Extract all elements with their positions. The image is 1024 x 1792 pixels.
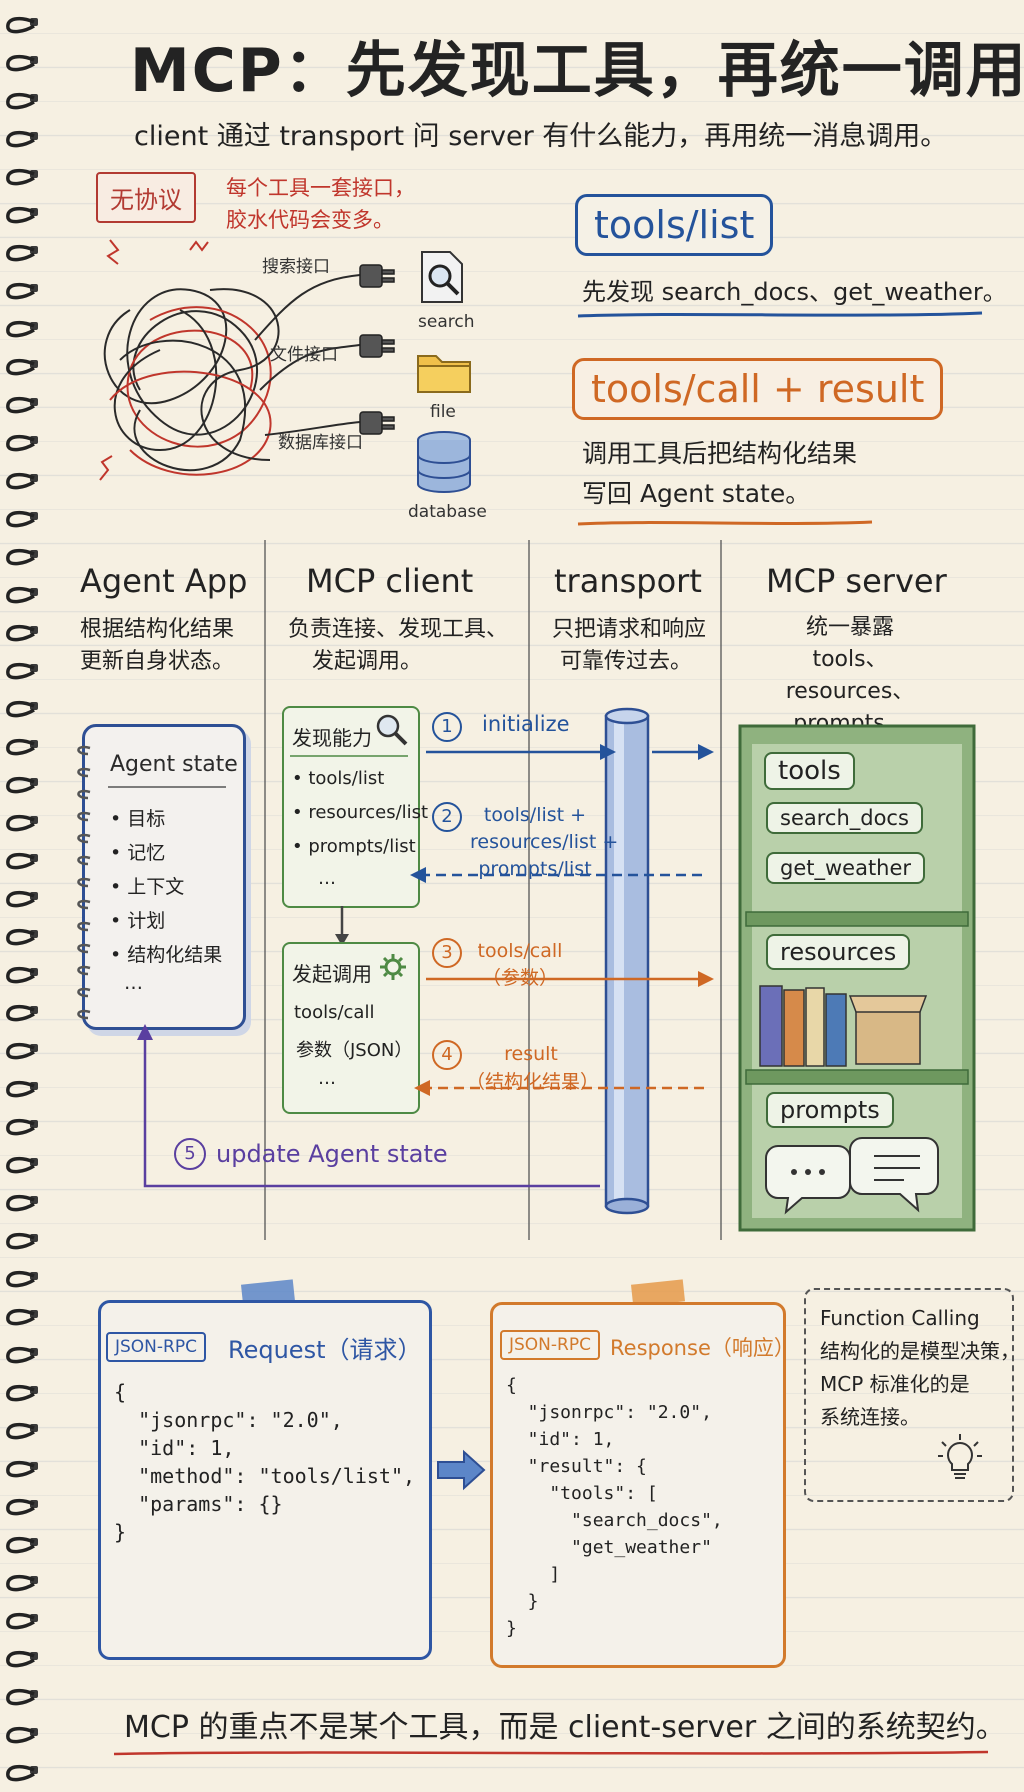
page-subtitle: client 通过 transport 问 server 有什么能力，再用统一消… bbox=[134, 121, 948, 152]
discover-item: • tools/list bbox=[292, 768, 385, 789]
call-item: … bbox=[318, 1068, 336, 1089]
step-2-badge: 2 bbox=[432, 802, 462, 832]
orange-underline bbox=[577, 520, 873, 526]
orange-tape bbox=[630, 1279, 686, 1307]
step-2-label: tools/list +resources/list +prompts/list bbox=[470, 804, 619, 880]
blue-tape bbox=[240, 1279, 296, 1307]
response-code: { "jsonrpc": "2.0", "id": 1, "result": {… bbox=[506, 1375, 723, 1639]
step-5-label: update Agent state bbox=[216, 1140, 448, 1168]
page-title: MCP：先发现工具，再统一调用 bbox=[130, 36, 1024, 106]
server-tools-label: tools bbox=[764, 752, 855, 790]
step-3-badge: 3 bbox=[432, 938, 462, 968]
step-3-label: tools/call（参数） bbox=[477, 940, 563, 989]
transport-pipe bbox=[604, 707, 650, 1215]
file-icon-label: file bbox=[430, 402, 456, 422]
column-divider-2 bbox=[528, 540, 530, 1240]
database-icon bbox=[417, 431, 471, 493]
column-title-transport: transport bbox=[554, 562, 702, 600]
discover-capabilities-box bbox=[282, 706, 420, 908]
step-4-badge: 4 bbox=[432, 1040, 462, 1070]
step-1-label: initialize bbox=[482, 712, 570, 736]
plug-label-file: 文件接口 bbox=[270, 345, 338, 365]
call-item: 参数（JSON） bbox=[296, 1040, 413, 1061]
column-title-mcp-server: MCP server bbox=[766, 562, 947, 600]
column-desc-mcp-client: 负责连接、发现工具、发起调用。 bbox=[288, 617, 509, 674]
step-5-badge: 5 bbox=[174, 1138, 206, 1170]
column-desc-agent-app: 根据结构化结果更新自身状态。 bbox=[80, 617, 235, 674]
agent-state-item: • 记忆 bbox=[110, 842, 166, 864]
client-down-arrow bbox=[335, 906, 349, 946]
function-calling-note bbox=[804, 1288, 1014, 1502]
lightbulb-icon bbox=[938, 1434, 982, 1479]
initiate-call-box bbox=[282, 942, 420, 1114]
tangled-wires-illustration bbox=[99, 239, 395, 481]
folder-icon bbox=[417, 355, 471, 393]
response-title: Response（响应） bbox=[610, 1336, 795, 1360]
server-bookshelf bbox=[738, 724, 976, 1232]
agent-state-notebook bbox=[82, 724, 246, 1030]
request-code: { "jsonrpc": "2.0", "id": 1, "method": "… bbox=[114, 1380, 416, 1544]
function-calling-note-text: Function Calling 结构化的是模型决策， MCP 标准化的是 系统… bbox=[820, 1306, 1020, 1429]
call-title: 发起调用 bbox=[292, 962, 372, 986]
plug-label-search: 搜索接口 bbox=[262, 257, 330, 277]
request-badge: JSON-RPC bbox=[106, 1332, 206, 1362]
discover-item: • prompts/list bbox=[292, 836, 416, 857]
step-1-badge: 1 bbox=[432, 712, 462, 742]
discover-divider bbox=[290, 755, 408, 757]
tools-list-box: tools/list bbox=[575, 194, 774, 256]
discover-item: • resources/list bbox=[292, 802, 429, 823]
gear-icon bbox=[380, 954, 406, 980]
no-protocol-tag: 无协议 bbox=[96, 172, 196, 223]
agent-state-item: • 计划 bbox=[110, 910, 166, 932]
agent-state-item: • 上下文 bbox=[110, 876, 185, 898]
server-tool-item: search_docs bbox=[766, 802, 923, 834]
server-tool-item: get_weather bbox=[766, 852, 926, 884]
agent-state-item: • 结构化结果 bbox=[110, 944, 223, 966]
spiral-binding bbox=[6, 16, 38, 1782]
tools-list-desc: 先发现 search_docs、get_weather。 bbox=[582, 278, 1007, 306]
blue-underline bbox=[577, 311, 983, 318]
response-card bbox=[490, 1302, 786, 1668]
agent-state-item: • 目标 bbox=[110, 808, 166, 830]
agent-state-title: Agent state bbox=[110, 752, 238, 777]
agent-state-item: … bbox=[124, 972, 143, 994]
column-divider-3 bbox=[720, 540, 722, 1240]
footer-summary: MCP 的重点不是某个工具，而是 client-server 之间的系统契约。 bbox=[124, 1710, 1006, 1745]
notebook-rings bbox=[77, 745, 91, 1020]
plug-label-database: 数据库接口 bbox=[278, 433, 363, 453]
tools-call-desc: 调用工具后把结构化结果 写回 Agent state。 bbox=[582, 439, 858, 508]
request-title: Request（请求） bbox=[228, 1336, 422, 1364]
response-badge: JSON-RPC bbox=[500, 1330, 600, 1360]
footer-underline bbox=[113, 1750, 989, 1756]
column-title-agent-app: Agent App bbox=[80, 562, 248, 600]
column-title-mcp-client: MCP client bbox=[306, 562, 474, 600]
message-arrows bbox=[137, 744, 714, 1188]
server-resources-label: resources bbox=[766, 934, 911, 970]
discover-title: 发现能力 bbox=[292, 726, 372, 750]
column-desc-transport: 只把请求和响应可靠传过去。 bbox=[552, 617, 707, 674]
search-icon-label: search bbox=[418, 312, 475, 332]
column-divider-1 bbox=[264, 540, 266, 1240]
search-document-icon bbox=[421, 251, 463, 303]
magnifier-icon bbox=[376, 714, 408, 746]
database-icon-label: database bbox=[408, 502, 487, 522]
server-prompts-label: prompts bbox=[766, 1092, 894, 1128]
agent-state-underline bbox=[108, 786, 226, 788]
no-protocol-note: 每个工具一套接口， 胶水代码会变多。 bbox=[226, 176, 415, 232]
tools-call-box: tools/call + result bbox=[572, 358, 944, 420]
right-arrow-icon bbox=[437, 1449, 486, 1491]
discover-item: … bbox=[318, 868, 336, 889]
call-item: tools/call bbox=[294, 1002, 375, 1023]
step-4-label: result（结构化结果） bbox=[466, 1043, 600, 1093]
